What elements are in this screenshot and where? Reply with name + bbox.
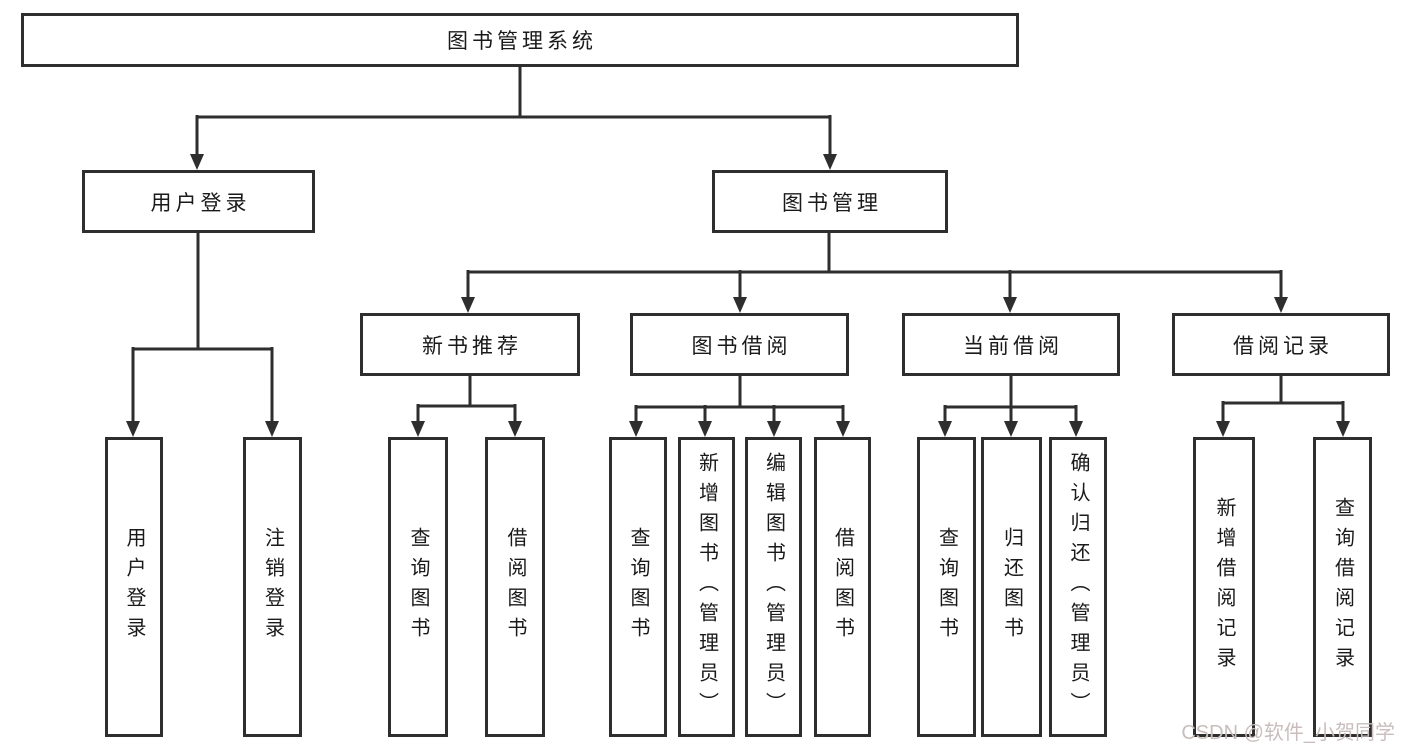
leaf-borrow-query-books: 查询图书 <box>609 437 667 737</box>
leaf-logout-label: 注销登录 <box>261 527 284 647</box>
leaf-return-books: 归还图书 <box>981 437 1042 737</box>
node-current-borrow: 当前借阅 <box>902 313 1120 376</box>
leaf-confirm-return-admin-label: 确认归还（管理员） <box>1067 452 1089 722</box>
node-new-book-recommend: 新书推荐 <box>360 313 580 376</box>
node-new-book-recommend-label: 新书推荐 <box>422 334 522 358</box>
node-current-borrow-label: 当前借阅 <box>963 334 1063 358</box>
arrowhead-group <box>126 154 1350 437</box>
leaf-query-borrow-record-label: 查询借阅记录 <box>1331 497 1354 677</box>
leaf-add-books-admin: 新增图书（管理员） <box>678 437 735 737</box>
node-root-label: 图书管理系统 <box>447 30 597 53</box>
leaf-edit-books-admin: 编辑图书（管理员） <box>745 437 802 737</box>
leaf-return-books-label: 归还图书 <box>1000 527 1023 647</box>
leaf-rec-query-books-label: 查询图书 <box>407 527 429 647</box>
leaf-borrow-borrow-books: 借阅图书 <box>814 437 871 737</box>
leaf-logout: 注销登录 <box>243 437 302 737</box>
node-borrow-records-label: 借阅记录 <box>1233 334 1333 358</box>
node-book-borrow-label: 图书借阅 <box>691 334 792 358</box>
leaf-current-query-books-label: 查询图书 <box>935 527 958 647</box>
leaf-user-login-label: 用户登录 <box>123 527 145 647</box>
leaf-add-books-admin-label: 新增图书（管理员） <box>695 452 718 722</box>
node-user-login: 用户登录 <box>82 170 315 233</box>
leaf-add-borrow-record-label: 新增借阅记录 <box>1213 497 1235 677</box>
leaf-borrow-borrow-books-label: 借阅图书 <box>831 527 854 647</box>
node-book-borrow: 图书借阅 <box>630 313 849 376</box>
node-root: 图书管理系统 <box>21 13 1019 67</box>
node-book-management-label: 图书管理 <box>782 191 882 215</box>
leaf-add-borrow-record: 新增借阅记录 <box>1193 437 1255 737</box>
node-book-management: 图书管理 <box>712 170 948 233</box>
leaf-current-query-books: 查询图书 <box>917 437 976 737</box>
leaf-rec-borrow-books-label: 借阅图书 <box>504 527 526 647</box>
leaf-rec-query-books: 查询图书 <box>388 437 448 737</box>
leaf-borrow-query-books-label: 查询图书 <box>627 527 649 647</box>
csdn-watermark: CSDN @软件_小贺同学 <box>1181 722 1395 744</box>
leaf-edit-books-admin-label: 编辑图书（管理员） <box>762 452 785 722</box>
leaf-rec-borrow-books: 借阅图书 <box>485 437 545 737</box>
node-borrow-records: 借阅记录 <box>1172 313 1390 376</box>
leaf-confirm-return-admin: 确认归还（管理员） <box>1049 437 1107 737</box>
node-user-login-label: 用户登录 <box>150 191 251 215</box>
leaf-query-borrow-record: 查询借阅记录 <box>1313 437 1372 737</box>
leaf-user-login: 用户登录 <box>105 437 163 737</box>
